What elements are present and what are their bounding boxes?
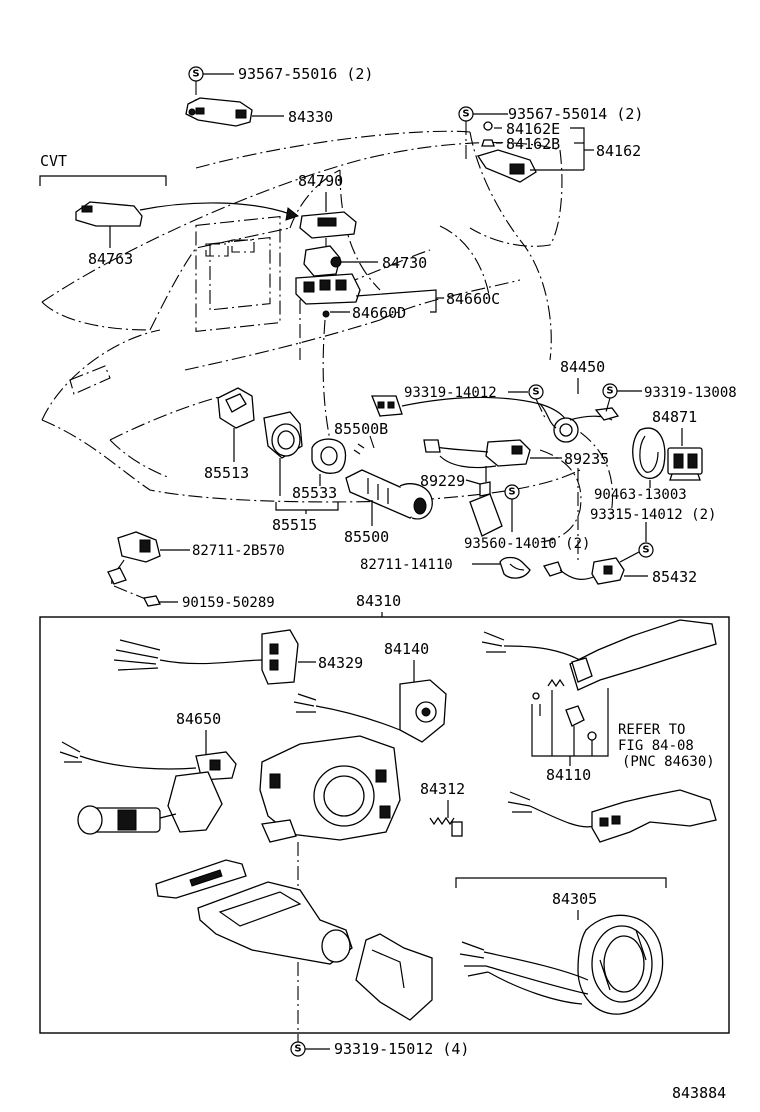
label-89235: 89235	[564, 450, 609, 468]
part-turn-signal-lever: 84110	[481, 619, 717, 784]
label-84660D: 84660D	[352, 304, 406, 322]
label-93319-15012: 93319-15012 (4)	[334, 1040, 469, 1058]
part-84140-switch: 84140	[293, 640, 447, 743]
part-84871-switch: 84871 90463-13003	[594, 408, 703, 503]
part-84305-spiral-cable: 84305	[455, 877, 667, 1015]
svg-text:S: S	[532, 387, 539, 398]
screw-93319-13008: S 93319-13008	[602, 383, 737, 413]
svg-text:S: S	[508, 487, 515, 498]
label-85500B: 85500B	[334, 420, 388, 438]
part-84730-switch: 84730	[303, 245, 427, 277]
screw-93319-14012: 93319-14012 S	[404, 384, 547, 421]
part-82711-14110-clamp: 82711-14110	[360, 556, 531, 579]
label-90159-50289: 90159-50289	[182, 595, 275, 611]
part-90159-50289-screw: 90159-50289	[143, 595, 275, 611]
part-85513-socket: 85513	[204, 387, 255, 482]
label-93319-14012: 93319-14012	[404, 385, 497, 401]
part-85500B: 85500B	[334, 420, 388, 455]
label-82711-2B570: 82711-2B570	[192, 543, 285, 559]
part-84312-spring: 84312	[420, 780, 465, 837]
svg-text:S: S	[192, 69, 199, 80]
part-89235-sensor: 89235	[423, 439, 609, 469]
label-84450: 84450	[560, 358, 605, 376]
label-84310: 84310	[356, 592, 401, 610]
refer-note-line1: REFER TO	[618, 722, 685, 738]
label-85432: 85432	[652, 568, 697, 586]
screw-93319-15012: S 93319-15012 (4)	[290, 1040, 469, 1058]
label-84660C: 84660C	[446, 290, 500, 308]
label-84730: 84730	[382, 254, 427, 272]
label-84763: 84763	[88, 250, 133, 268]
part-84450-harness: 84450	[371, 358, 620, 443]
svg-text:S: S	[462, 109, 469, 120]
label-93567-55016: 93567-55016 (2)	[238, 65, 373, 83]
part-89229-bracket: 89229	[420, 466, 503, 537]
part-84660-switch: 84660C 84660D	[295, 273, 500, 322]
svg-text:S: S	[642, 545, 649, 556]
part-84330-sensor: 84330	[185, 97, 333, 127]
label-84162: 84162	[596, 142, 641, 160]
label-93315-14012: 93315-14012 (2)	[590, 507, 716, 523]
label-85500: 85500	[344, 528, 389, 546]
screw-93567-55016: S 93567-55016 (2)	[188, 65, 373, 100]
part-wiper-lever	[507, 789, 717, 843]
screw-93560-14010: S 93560-14010 (2)	[464, 484, 590, 552]
part-82711-2B570-bracket: 82711-2B570	[107, 531, 285, 601]
label-84330: 84330	[288, 108, 333, 126]
refer-note-line2: FIG 84-08	[618, 738, 694, 754]
dashboard-outline	[41, 130, 614, 543]
refer-note: REFER TO FIG 84-08 (PNC 84630)	[618, 722, 715, 770]
label-93567-55014: 93567-55014 (2)	[508, 105, 643, 123]
assembly-84310-frame	[39, 616, 730, 1034]
diagram-code: 843884	[672, 1084, 726, 1102]
label-84871: 84871	[652, 408, 697, 426]
label-85533: 85533	[292, 484, 337, 502]
label-84305: 84305	[552, 890, 597, 908]
part-84329-connector: 84329	[113, 629, 363, 685]
part-85533-socket: 85533 85515	[263, 411, 347, 534]
label-85513: 85513	[204, 464, 249, 482]
label-93319-13008: 93319-13008	[644, 385, 737, 401]
part-combination-switch-body	[259, 735, 401, 1042]
part-column-cover-lower	[155, 859, 353, 965]
label-84312: 84312	[420, 780, 465, 798]
label-84140: 84140	[384, 640, 429, 658]
label-84162E: 84162E	[506, 120, 560, 138]
cvt-section: CVT 84763	[39, 152, 300, 268]
label-84650: 84650	[176, 710, 221, 728]
screw-93567-55014: S 93567-55014 (2)	[458, 105, 643, 160]
label-90463-13003: 90463-13003	[594, 487, 687, 503]
part-84790-switch: 84790	[298, 172, 357, 248]
svg-text:S: S	[294, 1044, 301, 1055]
label-85515: 85515	[272, 516, 317, 534]
screw-93315-14012: 93315-14012 (2) S	[577, 468, 716, 563]
label-82711-14110: 82711-14110	[360, 557, 453, 573]
label-89229: 89229	[420, 472, 465, 490]
part-84162-assembly: 84162E 84162B 84162	[476, 120, 641, 183]
refer-note-line3: (PNC 84630)	[622, 754, 715, 770]
label-93560-14010: 93560-14010 (2)	[464, 536, 590, 552]
label-cvt: CVT	[40, 152, 67, 170]
label-84790: 84790	[298, 172, 343, 190]
label-84162B: 84162B	[506, 135, 560, 153]
part-bracket-lower	[355, 933, 433, 1021]
label-84329: 84329	[318, 654, 363, 672]
part-85432-sensor: 85432	[543, 557, 697, 586]
part-84650-switch: 84650	[59, 710, 237, 835]
label-84110: 84110	[546, 766, 591, 784]
part-85500-lighter: 85500	[344, 469, 433, 546]
svg-text:S: S	[606, 386, 613, 397]
